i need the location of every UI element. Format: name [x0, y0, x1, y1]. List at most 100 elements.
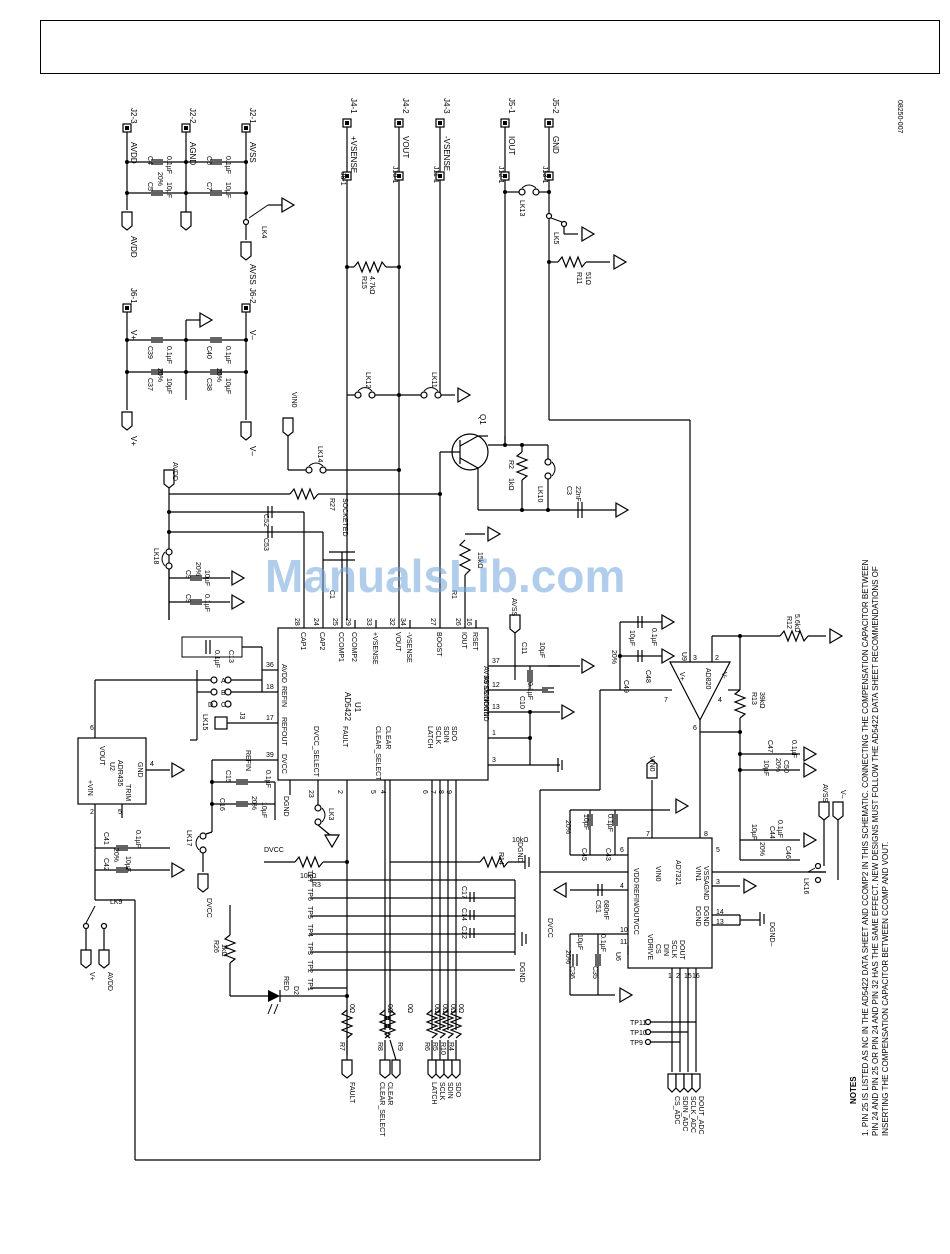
pin-number: 16 — [692, 973, 700, 980]
digital-net-label: SCLK — [438, 1082, 445, 1101]
link-label: LK4 — [260, 226, 267, 239]
ic-part: ADR435 — [116, 760, 123, 787]
pin-number: 15 — [684, 973, 692, 980]
link-pin: A — [221, 678, 226, 685]
link-pin: C — [221, 702, 226, 709]
pin-label: VOUT — [98, 746, 105, 766]
jack-icon[interactable] — [435, 118, 445, 128]
pin-number: 4 — [620, 883, 624, 890]
adc-net-label: SDIN_ADC — [681, 1096, 688, 1131]
u6-ad7321 — [553, 732, 844, 1093]
pin-label: GND — [482, 706, 489, 722]
pin-number: 23 — [307, 790, 314, 798]
avdd-decoupling — [161, 469, 501, 620]
jack-icon[interactable] — [241, 303, 251, 313]
component-value: 0.1µF — [165, 346, 172, 364]
pin-number: 17 — [266, 715, 274, 722]
jack-icon[interactable] — [122, 303, 132, 313]
component-ref: C37 — [146, 378, 153, 391]
component-ref: C17 — [460, 886, 467, 899]
component-ref: R3 — [312, 882, 321, 889]
pin-label: DOUT — [678, 940, 685, 961]
component-tolerance: 20% — [156, 172, 163, 186]
digital-net-label: SDO — [454, 1082, 461, 1098]
component-value: 0Ω — [386, 1004, 393, 1013]
jack-icon[interactable] — [122, 123, 132, 133]
pin-label: RSET — [471, 632, 478, 651]
output-connectors — [342, 118, 627, 620]
jack-icon[interactable] — [394, 118, 404, 128]
net-label: DVCC — [546, 918, 553, 938]
net-label: VIN0 — [648, 756, 655, 772]
connector-label: J12-1 — [497, 166, 504, 184]
component-ref: R4 — [447, 1042, 454, 1051]
net-label: +VSENSE — [349, 136, 358, 173]
pin-label: REFIN — [280, 686, 287, 707]
net-label: AVDD — [129, 142, 138, 164]
pin-number: 32 — [388, 618, 395, 626]
component-value: 10µF — [628, 630, 635, 646]
jack-icon[interactable] — [241, 123, 251, 133]
pin-label: DVCC_SELECT — [312, 726, 319, 778]
link-label: LK12 — [364, 372, 371, 388]
test-point-label: TP1 — [306, 978, 313, 991]
pin-number: 16 — [465, 618, 472, 626]
pin-number: 2 — [90, 809, 94, 816]
pin-number: 6 — [421, 790, 428, 794]
link-label: LK14 — [316, 446, 323, 462]
jack-icon[interactable] — [181, 123, 191, 133]
component-ref: R6 — [423, 1042, 430, 1051]
test-point-label: TP5 — [306, 906, 313, 919]
return-wiring — [135, 690, 628, 1161]
net-label: DGND– — [768, 922, 775, 947]
pin-label: AGND — [702, 880, 709, 900]
connector-label: J13-1 — [541, 166, 548, 184]
link-label: LK18 — [152, 548, 159, 564]
u2-input-decoupling — [80, 845, 185, 1160]
component-value: 10µF — [762, 760, 769, 776]
net-label: V– — [248, 446, 257, 456]
vin0-link — [282, 417, 401, 474]
component-ref: R13 — [750, 692, 757, 705]
u1-ad5422 — [277, 627, 489, 781]
link-label: LK16 — [802, 878, 809, 894]
component-value: 0.1µF — [224, 346, 231, 364]
component-ref: C52 — [262, 514, 269, 527]
pin-number: 6 — [620, 847, 624, 854]
component-value: 0Ω — [406, 1004, 413, 1013]
pin-number: 24 — [312, 618, 319, 626]
net-label: -VSENSE — [442, 136, 451, 171]
u2-adr435 — [77, 737, 185, 900]
digital-net-label: CLEAR_SELECT — [378, 1082, 385, 1137]
component-tolerance: 20% — [564, 820, 571, 834]
pin-label: DGND — [694, 906, 701, 927]
pin-number: 2 — [715, 655, 719, 662]
component-value: 0Ω — [441, 1004, 448, 1013]
pin-number: 6 — [693, 725, 697, 732]
component-ref: Q1 — [478, 414, 487, 425]
component-ref: C9 — [184, 570, 191, 579]
component-value: 10kΩ — [300, 873, 317, 880]
ic-ref: U9 — [680, 652, 687, 661]
component-value: 5.6kΩ — [793, 614, 800, 632]
connector-label: J2-1 — [248, 108, 257, 124]
component-ref: R15 — [360, 276, 367, 289]
component-value: 0Ω — [457, 1004, 464, 1013]
pin-label: DVCC — [280, 754, 287, 774]
notes-line-3: INSERTING THE COMPENSATION CAPACITOR BET… — [881, 842, 890, 1136]
pin-label: DGND — [482, 686, 489, 707]
notes-heading: NOTES — [849, 1076, 858, 1104]
u9-ad820 — [549, 419, 843, 860]
jack-icon[interactable] — [500, 118, 510, 128]
pin-label: LATCH — [426, 726, 433, 748]
jack-icon[interactable] — [544, 118, 554, 128]
component-value: 10µF — [538, 642, 545, 658]
q1-boost-transistor — [439, 433, 629, 620]
test-point-label: TP2 — [306, 960, 313, 973]
net-label: AVSS — [248, 142, 257, 163]
jack-icon[interactable] — [342, 118, 352, 128]
net-label: V+ — [88, 972, 95, 981]
pin-label: DIN — [662, 944, 669, 956]
